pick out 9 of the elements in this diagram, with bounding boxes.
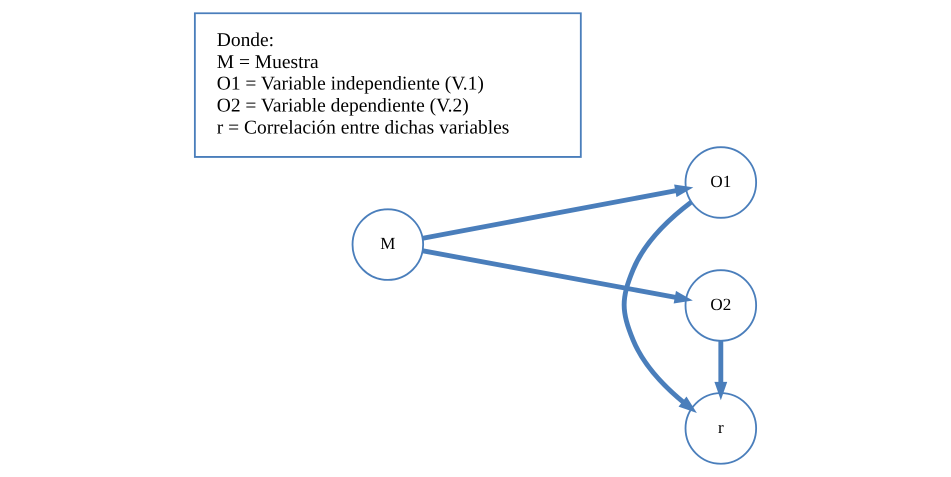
node-box: Donde: M = Muestra O1 = Variable independiente (V.1) O2 = Variable dependiente (V.2) r = Correlación entre dichas variables <box>194 12 582 158</box>
node-circle: O1 <box>684 146 758 219</box>
arrow <box>622 200 697 413</box>
node-circle: O2 <box>684 269 758 342</box>
arrow <box>714 340 728 400</box>
arrow <box>422 248 693 304</box>
arrow <box>422 184 694 241</box>
node-circle: M <box>352 208 424 281</box>
node-circle: r <box>684 392 758 465</box>
